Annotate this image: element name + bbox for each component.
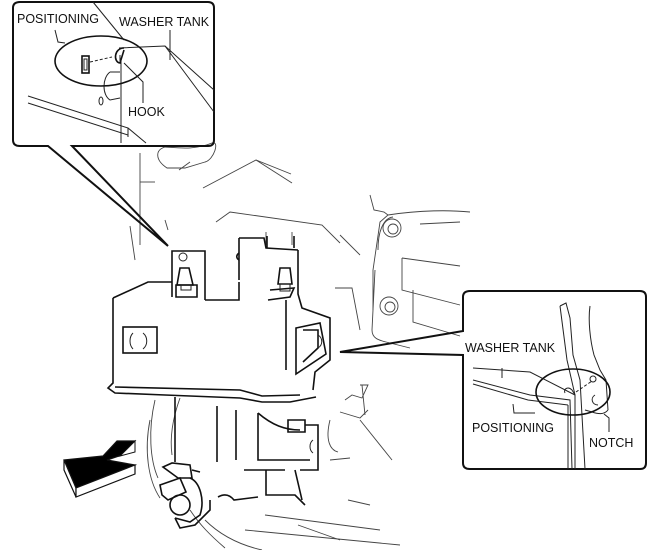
label-hook: HOOK <box>128 105 165 119</box>
vehicle-body-lines <box>129 142 471 550</box>
label-washer-tank-top: WASHER TANK <box>119 15 210 29</box>
vehicle-front-arrow-icon <box>63 439 138 498</box>
detail-callout-hook: POSITIONING WASHER TANK HOOK <box>12 1 215 247</box>
label-washer-tank-right: WASHER TANK <box>465 341 556 355</box>
washer-tank <box>106 236 331 403</box>
detail-callout-notch: WASHER TANK POSITIONING NOTCH <box>339 290 647 470</box>
label-notch: NOTCH <box>589 436 633 450</box>
label-positioning-right: POSITIONING <box>472 421 554 435</box>
label-positioning-top: POSITIONING <box>17 12 99 26</box>
washer-pump <box>159 397 319 529</box>
